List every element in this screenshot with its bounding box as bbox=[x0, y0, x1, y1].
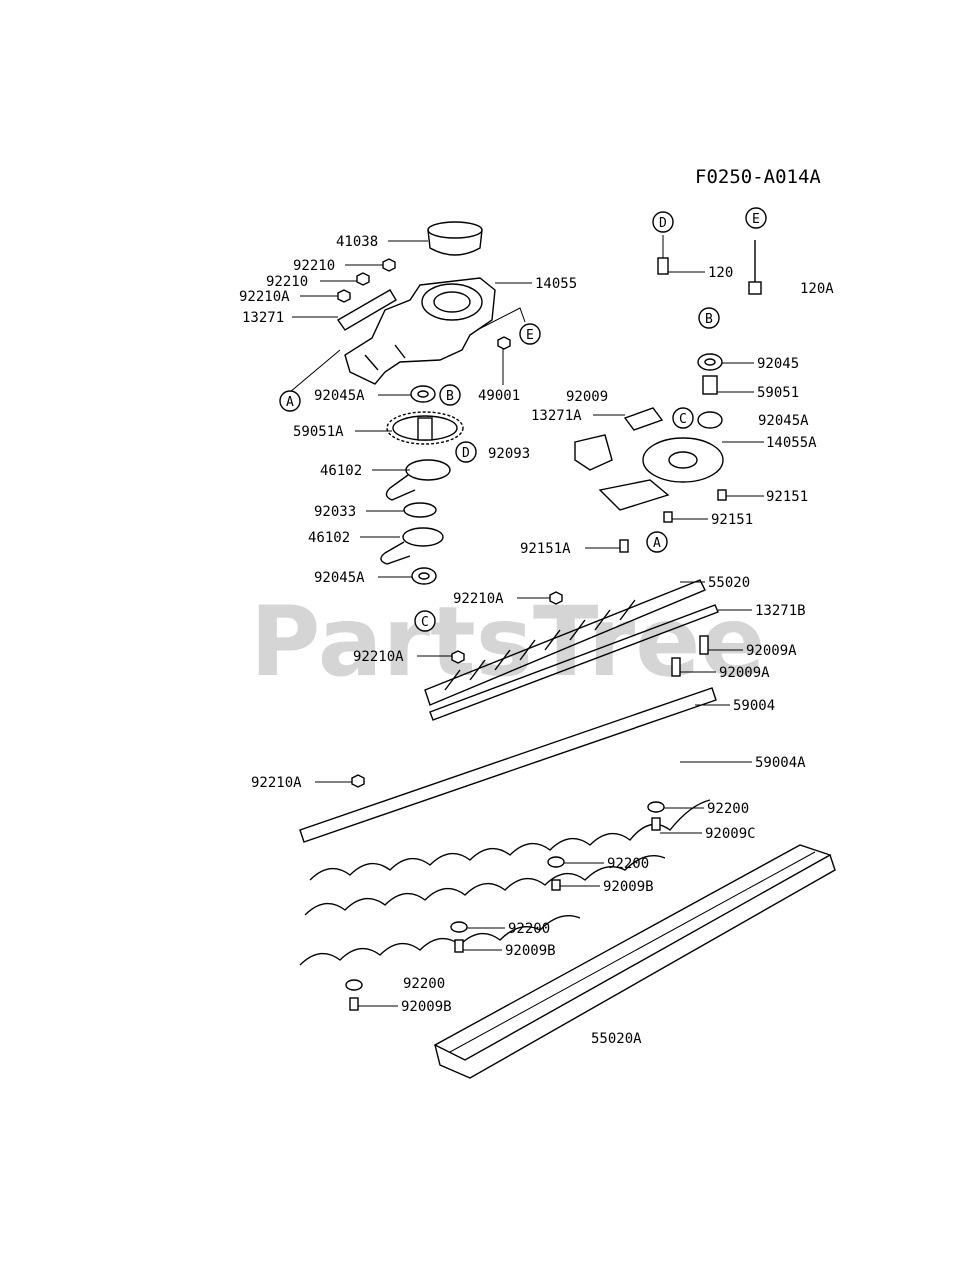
part-label: 92009B bbox=[505, 943, 556, 959]
part-label: 13271B bbox=[755, 603, 806, 619]
part-label: 14055 bbox=[535, 276, 577, 292]
part-label: 92200 bbox=[607, 856, 649, 872]
callout-circles: A B C D E A B C D E bbox=[279, 207, 767, 632]
svg-text:D: D bbox=[659, 216, 667, 231]
part-labels: 41038 92210 92210 92210A 13271 14055 920… bbox=[239, 234, 834, 1047]
gear-case-assembly-left bbox=[336, 221, 511, 585]
part-label: 92200 bbox=[707, 801, 749, 817]
part-label: 92009A bbox=[719, 665, 770, 681]
part-label: 92210A bbox=[251, 775, 302, 791]
part-label: 59004 bbox=[733, 698, 775, 714]
part-label: 92045 bbox=[757, 356, 799, 372]
svg-text:C: C bbox=[421, 615, 429, 630]
svg-text:B: B bbox=[705, 312, 713, 327]
part-label: 55020 bbox=[708, 575, 750, 591]
gear-case-assembly-right bbox=[574, 235, 762, 553]
part-label: 120A bbox=[800, 281, 834, 297]
blade-assembly bbox=[299, 579, 836, 1079]
part-label: 120 bbox=[708, 265, 733, 281]
callout-b-left: B bbox=[439, 384, 461, 406]
svg-text:E: E bbox=[526, 328, 534, 343]
part-label: 13271 bbox=[242, 310, 284, 326]
part-label: 92045A bbox=[314, 388, 365, 404]
callout-a-right: A bbox=[646, 531, 668, 553]
callout-d-right: D bbox=[652, 211, 674, 233]
watermark-text: PartsTree bbox=[250, 586, 765, 698]
diagram-code: F0250-A014A bbox=[695, 166, 821, 188]
part-label: 13271A bbox=[531, 408, 582, 424]
callout-c-right: C bbox=[672, 407, 694, 429]
part-label: 92210A bbox=[453, 591, 504, 607]
part-label: 46102 bbox=[320, 463, 362, 479]
svg-text:C: C bbox=[679, 412, 687, 427]
part-label: 92093 bbox=[488, 446, 530, 462]
callout-a-left: A bbox=[279, 390, 301, 412]
part-label: 92033 bbox=[314, 504, 356, 520]
part-label: 92009B bbox=[401, 999, 452, 1015]
part-label: 92009C bbox=[705, 826, 756, 842]
part-label: 59051A bbox=[293, 424, 344, 440]
part-label: 92200 bbox=[403, 976, 445, 992]
part-label: 59051 bbox=[757, 385, 799, 401]
part-label: 49001 bbox=[478, 388, 520, 404]
svg-text:A: A bbox=[286, 395, 294, 410]
part-label: 92151 bbox=[711, 512, 753, 528]
part-label: 92009B bbox=[603, 879, 654, 895]
part-label: 92045A bbox=[758, 413, 809, 429]
part-label: 92009A bbox=[746, 643, 797, 659]
part-label: 92210A bbox=[353, 649, 404, 665]
part-label: 14055A bbox=[766, 435, 817, 451]
part-label: 55020A bbox=[591, 1031, 642, 1047]
callout-e-right: E bbox=[745, 207, 767, 229]
part-label: 92210A bbox=[239, 289, 290, 305]
part-label: 41038 bbox=[336, 234, 378, 250]
part-label: 92200 bbox=[508, 921, 550, 937]
part-label: 59004A bbox=[755, 755, 806, 771]
callout-d-left: D bbox=[455, 441, 477, 463]
svg-text:A: A bbox=[653, 536, 661, 551]
svg-text:B: B bbox=[446, 389, 454, 404]
callout-e-left: E bbox=[519, 323, 541, 345]
part-label: 46102 bbox=[308, 530, 350, 546]
svg-text:E: E bbox=[752, 212, 760, 227]
part-label: 92151A bbox=[520, 541, 571, 557]
part-label: 92210 bbox=[266, 274, 308, 290]
part-label: 92151 bbox=[766, 489, 808, 505]
part-label: 92009 bbox=[566, 389, 608, 405]
svg-text:D: D bbox=[462, 446, 470, 461]
part-label: 92210 bbox=[293, 258, 335, 274]
callout-b-right: B bbox=[698, 307, 720, 329]
leader-lines bbox=[289, 240, 764, 1007]
callout-c-left: C bbox=[414, 610, 436, 632]
part-label: 92045A bbox=[314, 570, 365, 586]
